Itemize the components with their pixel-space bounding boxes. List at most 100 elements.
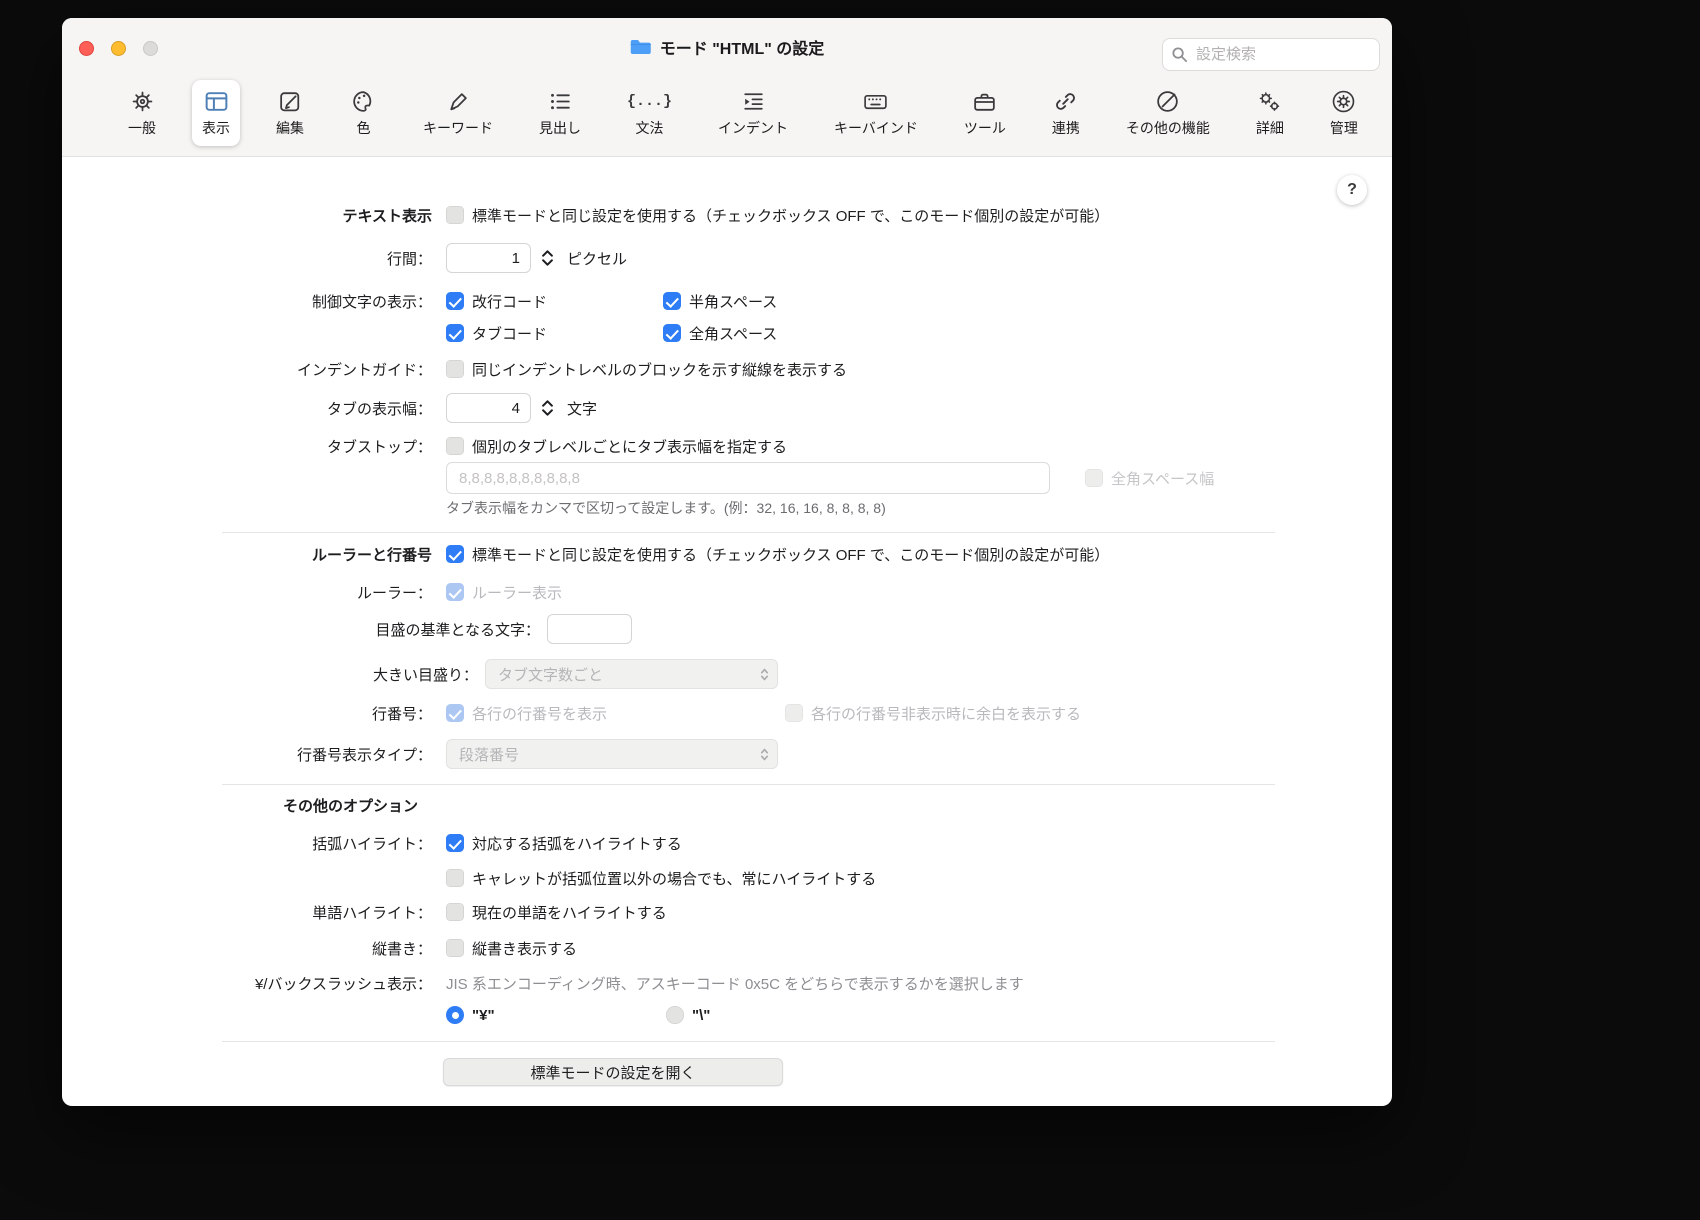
section-divider xyxy=(222,532,1275,533)
gear-icon xyxy=(129,87,156,115)
window-title: モード "HTML" の設定 xyxy=(660,35,825,59)
line-number-padding-text: 各行の行番号非表示時に余白を表示する xyxy=(811,703,1081,724)
tab-tools[interactable]: ツール xyxy=(954,80,1016,146)
halfwidth-space-label[interactable]: 半角スペース xyxy=(689,291,777,312)
bracket-highlight-text[interactable]: 対応する括弧をハイライトする xyxy=(472,833,682,854)
indent-icon xyxy=(740,87,767,115)
minimize-window-button[interactable] xyxy=(111,41,126,56)
bracket-always-highlight-checkbox[interactable] xyxy=(446,869,464,887)
backslash-display-label: ¥/バックスラッシュ表示： xyxy=(62,973,432,994)
toolbox-icon xyxy=(971,87,998,115)
word-highlight-text[interactable]: 現在の単語をハイライトする xyxy=(472,902,667,923)
keyboard-icon xyxy=(862,87,889,115)
tab-label: その他の機能 xyxy=(1126,118,1210,138)
tab-stops-input[interactable] xyxy=(446,462,1050,494)
vertical-writing-checkbox[interactable] xyxy=(446,939,464,957)
newline-code-checkbox[interactable] xyxy=(446,292,464,310)
tab-label: 色 xyxy=(357,118,371,138)
tab-misc-features[interactable]: その他の機能 xyxy=(1116,80,1220,146)
tab-label: キーバインド xyxy=(834,118,918,138)
use-standard-settings-checkbox[interactable] xyxy=(446,206,464,224)
open-standard-mode-settings-button[interactable]: 標準モードの設定を開く xyxy=(443,1058,783,1086)
tab-keywords[interactable]: キーワード xyxy=(413,80,503,146)
tab-display[interactable]: 表示 xyxy=(192,80,240,146)
settings-search-field[interactable] xyxy=(1162,38,1380,71)
bracket-highlight-checkbox[interactable] xyxy=(446,834,464,852)
indent-guide-checkbox[interactable] xyxy=(446,360,464,378)
show-line-numbers-checkbox xyxy=(446,704,464,722)
help-button[interactable]: ? xyxy=(1337,175,1367,205)
tab-stops-hint: タブ表示幅をカンマで区切って設定します。(例：32, 16, 16, 8, 8,… xyxy=(446,498,886,518)
ruler-row-label: ルーラー： xyxy=(62,582,432,603)
tab-width-stepper[interactable] xyxy=(537,400,557,416)
tab-general[interactable]: 一般 xyxy=(118,80,166,146)
show-ruler-checkbox xyxy=(446,583,464,601)
tab-indent[interactable]: インデント xyxy=(708,80,798,146)
close-window-button[interactable] xyxy=(79,41,94,56)
ruler-use-standard-label[interactable]: 標準モードと同じ設定を使用する（チェックボックス OFF で、このモード個別の設… xyxy=(472,544,1109,565)
tab-width-input[interactable] xyxy=(446,393,531,423)
tab-label: インデント xyxy=(718,118,788,138)
section-label-text-display: テキスト表示 xyxy=(62,205,432,226)
tab-edit[interactable]: 編集 xyxy=(266,80,314,146)
fullwidth-space-checkbox[interactable] xyxy=(663,324,681,342)
tab-label: キーワード xyxy=(423,118,493,138)
folder-icon xyxy=(630,38,652,56)
vertical-writing-label: 縦書き： xyxy=(62,938,432,959)
tab-keybindings[interactable]: キーバインド xyxy=(824,80,928,146)
settings-content: テキスト表示 標準モードと同じ設定を使用する（チェックボックス OFF で、この… xyxy=(62,202,1392,1086)
word-highlight-checkbox[interactable] xyxy=(446,903,464,921)
yen-radio-label[interactable]: "¥" xyxy=(472,1007,495,1024)
line-number-type-value: 段落番号 xyxy=(459,744,519,765)
backslash-display-desc: JIS 系エンコーディング時、アスキーコード 0x5C をどちらで表示するかを選… xyxy=(446,973,1024,994)
zoom-window-button[interactable] xyxy=(143,41,158,56)
window-title-group: モード "HTML" の設定 xyxy=(630,18,825,76)
tab-label: 見出し xyxy=(539,118,581,138)
bracket-highlight-label: 括弧ハイライト： xyxy=(62,833,432,854)
halfwidth-space-checkbox[interactable] xyxy=(663,292,681,310)
word-highlight-label: 単語ハイライト： xyxy=(62,902,432,923)
backslash-radio-label[interactable]: "\" xyxy=(692,1007,710,1024)
tab-stops-checkbox[interactable] xyxy=(446,437,464,455)
ruler-use-standard-checkbox[interactable] xyxy=(446,545,464,563)
big-scale-select: タブ文字数ごと xyxy=(485,659,778,689)
line-spacing-stepper[interactable] xyxy=(537,250,557,266)
fullwidth-space-label[interactable]: 全角スペース xyxy=(689,323,777,344)
search-icon xyxy=(1171,46,1188,63)
search-input[interactable] xyxy=(1194,45,1371,64)
line-number-padding-checkbox xyxy=(785,704,803,722)
line-spacing-input[interactable] xyxy=(446,243,531,273)
tab-syntax[interactable]: {...} 文法 xyxy=(617,80,682,146)
section-divider xyxy=(222,1041,1275,1042)
tab-integration[interactable]: 連携 xyxy=(1042,80,1090,146)
line-number-type-select: 段落番号 xyxy=(446,739,778,769)
section-label-ruler: ルーラーと行番号 xyxy=(62,544,432,565)
indent-guide-text[interactable]: 同じインデントレベルのブロックを示す縦線を表示する xyxy=(472,359,847,380)
circle-slash-icon xyxy=(1154,87,1181,115)
tab-code-checkbox[interactable] xyxy=(446,324,464,342)
newline-code-label[interactable]: 改行コード xyxy=(472,291,547,312)
bracket-always-highlight-text[interactable]: キャレットが括弧位置以外の場合でも、常にハイライトする xyxy=(472,868,876,889)
link-icon xyxy=(1052,87,1079,115)
tab-headings[interactable]: 見出し xyxy=(529,80,591,146)
tab-width-unit: 文字 xyxy=(567,398,597,419)
vertical-writing-text[interactable]: 縦書き表示する xyxy=(472,938,577,959)
tab-color[interactable]: 色 xyxy=(340,80,387,146)
chevron-up-icon xyxy=(541,400,554,407)
show-ruler-label: ルーラー表示 xyxy=(472,582,562,603)
tab-manage[interactable]: 管理 xyxy=(1320,80,1368,146)
tab-code-label[interactable]: タブコード xyxy=(472,323,547,344)
tab-label: 文法 xyxy=(636,118,664,138)
tab-label: 表示 xyxy=(202,118,230,138)
line-numbers-label: 行番号： xyxy=(62,703,432,724)
gears-icon xyxy=(1256,87,1283,115)
tab-width-label: タブの表示幅： xyxy=(62,398,432,419)
big-scale-value: タブ文字数ごと xyxy=(498,664,603,685)
scale-char-input[interactable] xyxy=(547,614,632,644)
tab-advanced[interactable]: 詳細 xyxy=(1246,80,1294,146)
yen-radio[interactable] xyxy=(446,1006,464,1024)
backslash-radio[interactable] xyxy=(666,1006,684,1024)
use-standard-settings-label[interactable]: 標準モードと同じ設定を使用する（チェックボックス OFF で、このモード個別の設… xyxy=(472,205,1109,226)
tab-label: ツール xyxy=(964,118,1006,138)
tab-stops-text[interactable]: 個別のタブレベルごとにタブ表示幅を指定する xyxy=(472,436,787,457)
